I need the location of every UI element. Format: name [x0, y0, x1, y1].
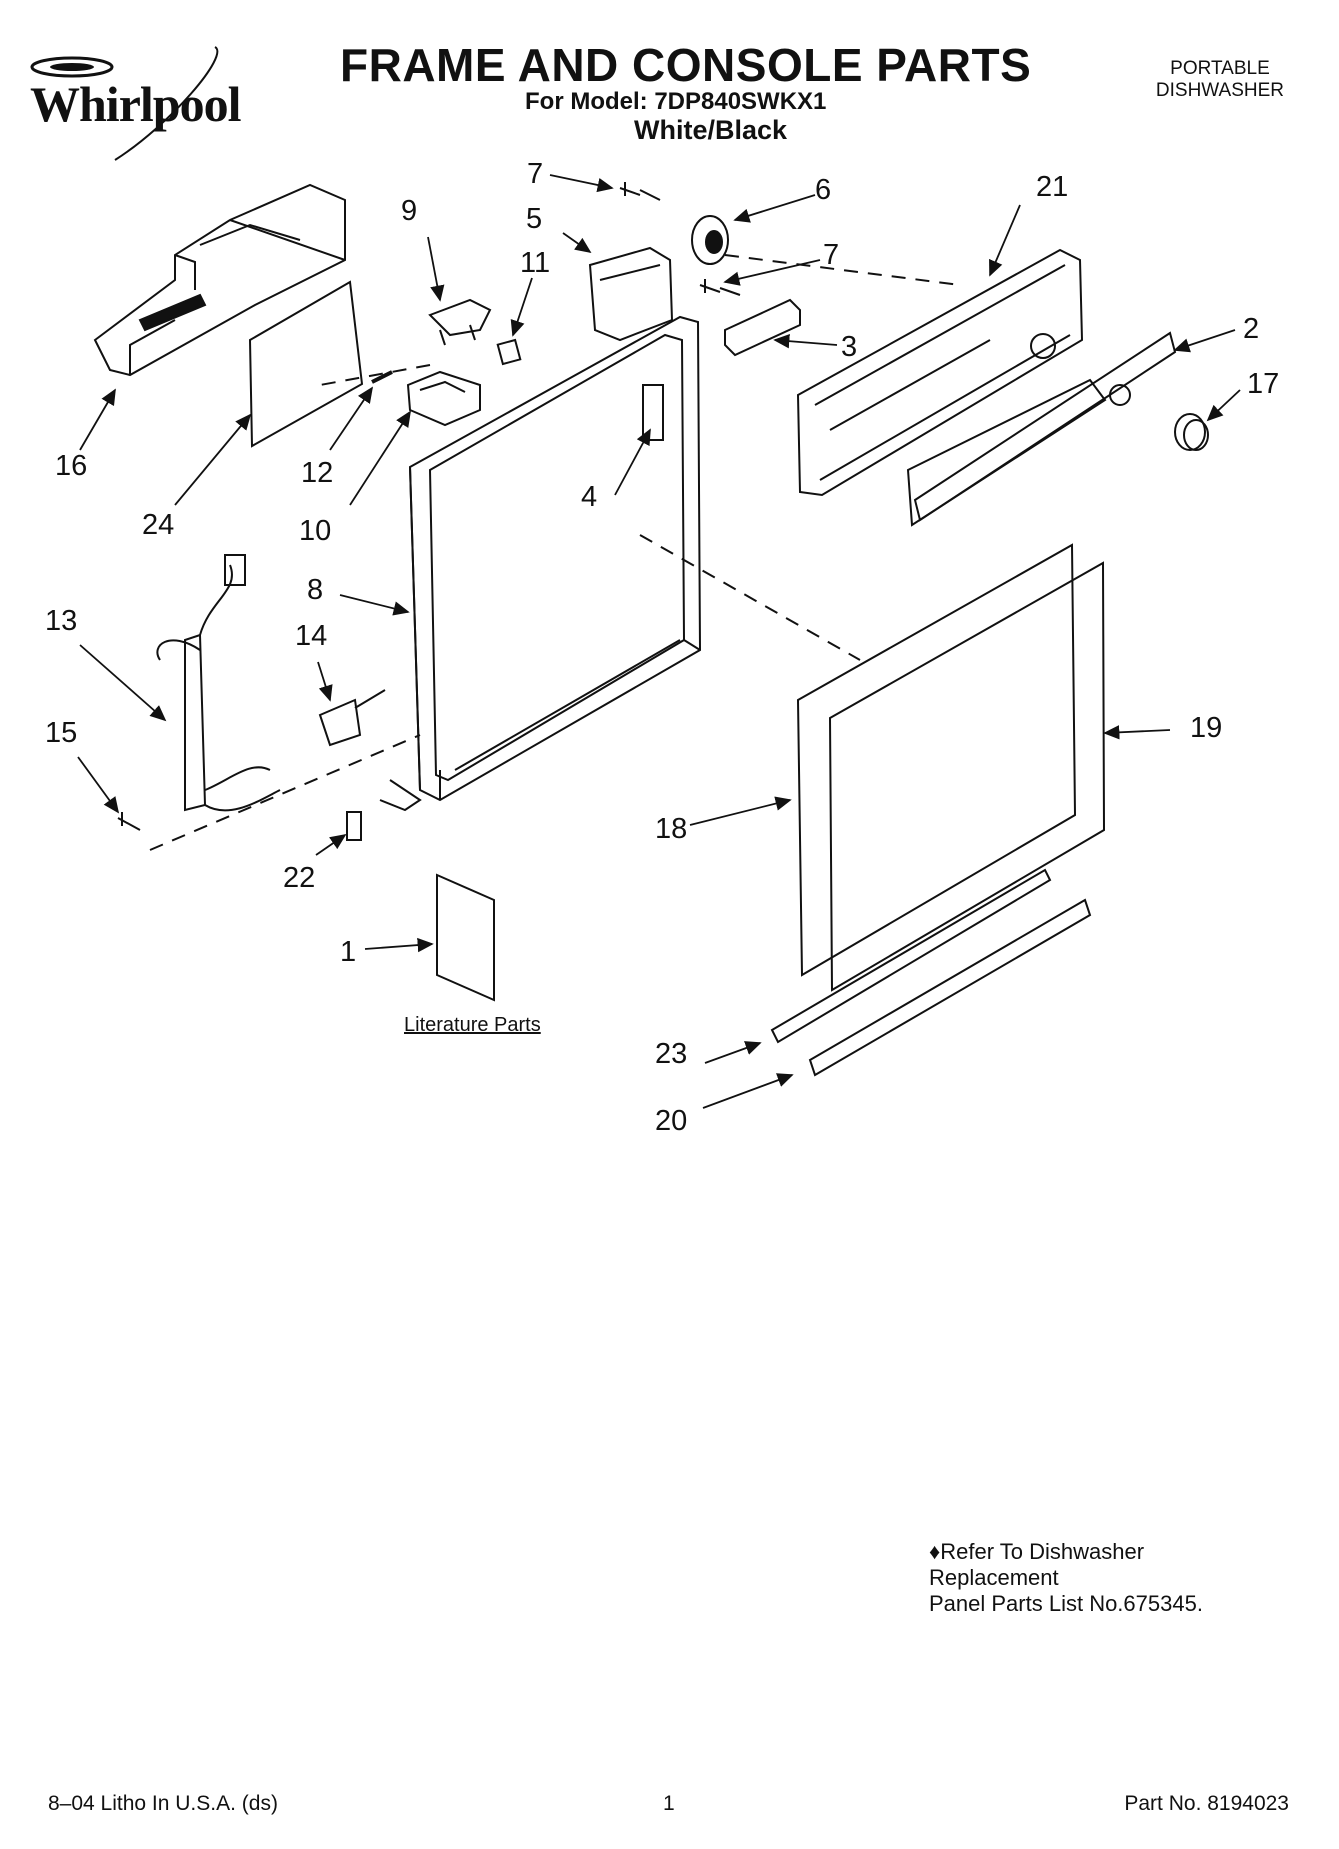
part-5-selector-switch: [590, 248, 672, 340]
part-4-latch: [643, 385, 663, 440]
replacement-note: ♦Refer To Dishwasher Replacement Panel P…: [929, 1539, 1203, 1617]
reference-dashed-lines: [150, 255, 960, 850]
part-17-knob: [1175, 414, 1208, 450]
literature-parts-label: Literature Parts: [404, 1014, 541, 1036]
brand-logo-text: Whirlpool: [30, 76, 241, 132]
callout-6: 6: [815, 174, 832, 206]
callout-22: 22: [283, 862, 316, 894]
page-title: FRAME AND CONSOLE PARTS: [340, 39, 1032, 91]
part-1-literature: [437, 875, 494, 1000]
callout-13: 13: [45, 605, 78, 637]
footer-page-number: 1: [663, 1792, 675, 1815]
callout-7-top: 7: [527, 158, 544, 190]
callout-14: 14: [295, 620, 328, 652]
callout-24: 24: [142, 509, 175, 541]
callout-2: 2: [1243, 313, 1260, 345]
product-line-1: PORTABLE: [1170, 58, 1270, 79]
product-line-2: DISHWASHER: [1155, 80, 1284, 101]
callout-4: 4: [581, 481, 598, 513]
color-line: White/Black: [634, 115, 788, 145]
part-16-housing: [95, 185, 345, 375]
model-line: For Model: 7DP840SWKX1: [525, 88, 827, 115]
part-15-screw: [118, 812, 140, 830]
part-7-screw-top: [620, 182, 660, 200]
part-20-trim-strip: [810, 900, 1090, 1075]
part-21-console: [798, 250, 1082, 495]
note-line-1: ♦Refer To Dishwasher: [929, 1539, 1145, 1564]
callout-17: 17: [1247, 368, 1280, 400]
part-23-trim-strip: [772, 870, 1050, 1042]
part-11-switch: [498, 340, 521, 364]
callout-leader-lines: [78, 175, 1240, 1108]
callout-18: 18: [655, 813, 688, 845]
callout-16: 16: [55, 450, 88, 482]
callout-19: 19: [1190, 712, 1223, 744]
part-13-wire-harness: [157, 555, 280, 810]
callout-15: 15: [45, 717, 78, 749]
part-19-panel: [830, 563, 1104, 990]
part-10-mount: [408, 372, 480, 425]
callout-8: 8: [307, 574, 324, 606]
part-9-switch-bracket: [430, 300, 490, 345]
callout-11: 11: [520, 247, 551, 279]
footer-part-number: Part No. 8194023: [1124, 1792, 1289, 1815]
callout-21: 21: [1036, 171, 1069, 203]
part-12-pin: [372, 372, 392, 382]
note-line-3: Panel Parts List No.675345.: [929, 1591, 1203, 1616]
footer-print-info: 8–04 Litho In U.S.A. (ds): [48, 1792, 278, 1815]
part-7-screw-mid: [700, 279, 740, 295]
callout-1: 1: [340, 936, 357, 968]
callout-10: 10: [299, 515, 332, 547]
part-8-door-frame: [380, 317, 700, 810]
part-2-panel-trim: [908, 333, 1175, 525]
callout-20: 20: [655, 1105, 688, 1137]
product-type: PORTABLE DISHWASHER: [1156, 58, 1284, 102]
whirlpool-logo: Whirlpool: [20, 45, 270, 165]
note-line-2: Replacement: [929, 1565, 1059, 1590]
part-14-connector: [320, 690, 385, 745]
callout-5: 5: [526, 203, 543, 235]
callout-3: 3: [841, 331, 858, 363]
callout-9: 9: [401, 195, 418, 227]
callout-12: 12: [301, 457, 334, 489]
logo-swoosh-icon: [30, 46, 219, 161]
part-22-clip: [347, 812, 361, 840]
callout-7-middle: 7: [823, 239, 840, 271]
part-24-shield: [250, 282, 362, 446]
callout-23: 23: [655, 1038, 688, 1070]
part-18-panel: [798, 545, 1075, 975]
part-3-switch: [725, 300, 800, 355]
part-6-dial: [692, 216, 728, 264]
